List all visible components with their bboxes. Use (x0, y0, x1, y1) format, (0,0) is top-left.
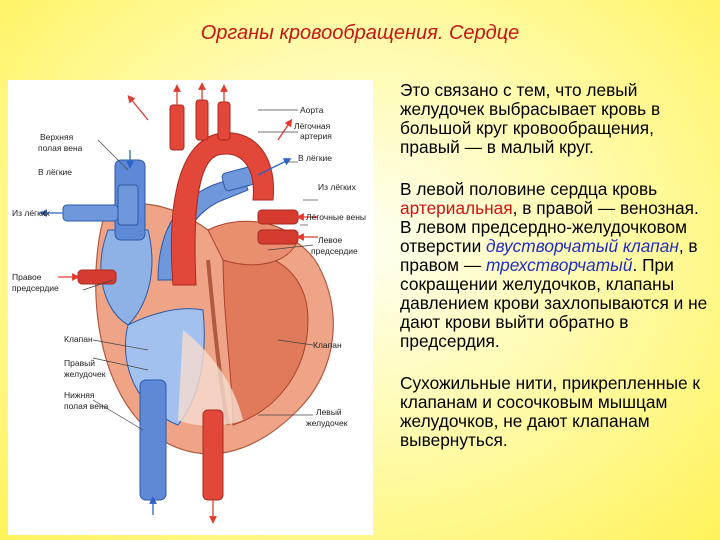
label-to-lungs-left: В лёгкие (38, 167, 72, 177)
label-right-ventricle-2: желудочек (64, 369, 106, 379)
term-tricuspid-valve: трехстворчатый (485, 255, 633, 275)
label-from-lungs-left: Из лёгких (12, 208, 51, 218)
label-left-atrium-2: предсердие (311, 246, 358, 256)
label-right-atrium-1: Правое (12, 272, 42, 282)
label-pulmonary-artery-1: Лёгочная (294, 121, 331, 131)
aorta (170, 132, 275, 286)
label-from-lungs-right: Из лёгких (318, 182, 357, 192)
label-right-atrium-2: предсердие (12, 283, 59, 293)
p2-text-1: В левой половине сердца кровь (400, 179, 658, 199)
left-ventricle (222, 252, 309, 426)
heart-diagram: Аорта Лёгочная артерия В лёгкие Из лёгки… (8, 80, 373, 535)
term-bicuspid-valve: двустворчатый клапан (486, 236, 679, 256)
label-to-lungs-right: В лёгкие (298, 153, 332, 163)
slide-title: Органы кровообращения. Сердце (200, 22, 520, 44)
p2-text-2: , в правой — венозная. В левом предсердн… (400, 198, 699, 256)
pulmonary-veins (257, 209, 299, 225)
label-pulmonary-artery-2: артерия (300, 131, 332, 141)
label-inferior-vena-cava-1: Нижняя (64, 390, 95, 400)
label-superior-vena-cava-2: полая вена (38, 143, 83, 153)
label-left-ventricle-2: желудочек (306, 418, 348, 428)
text-column: Это связано с тем, что левый желудочек в… (400, 81, 710, 473)
label-valve-right: Клапан (313, 340, 342, 350)
label-aorta: Аорта (300, 105, 324, 115)
label-right-ventricle-1: Правый (64, 358, 95, 368)
paragraph-blood-halves: В левой половине сердца кровь артериальн… (400, 180, 710, 351)
term-arterial: артериальная (400, 198, 513, 218)
label-left-atrium-1: Левое (318, 235, 342, 245)
label-left-ventricle-1: Левый (316, 407, 342, 417)
paragraph-tendon-threads: Сухожильные нити, прикрепленные к клапан… (400, 373, 700, 450)
inferior-vena-cava (139, 379, 167, 501)
label-inferior-vena-cava-2: полая вена (64, 401, 109, 411)
paragraph-ventricles: Это связано с тем, что левый желудочек в… (400, 80, 661, 157)
p2-text-4: . При сокращении желудочков, клапаны дав… (400, 255, 708, 351)
label-superior-vena-cava-1: Верхняя (40, 132, 74, 142)
heart-illustration: Аорта Лёгочная артерия В лёгкие Из лёгки… (12, 82, 366, 524)
label-pulmonary-veins: Лёгочные вены (306, 212, 366, 222)
label-valve-left: Клапан (64, 334, 93, 344)
p2-text-3: , в правом — (400, 236, 698, 275)
